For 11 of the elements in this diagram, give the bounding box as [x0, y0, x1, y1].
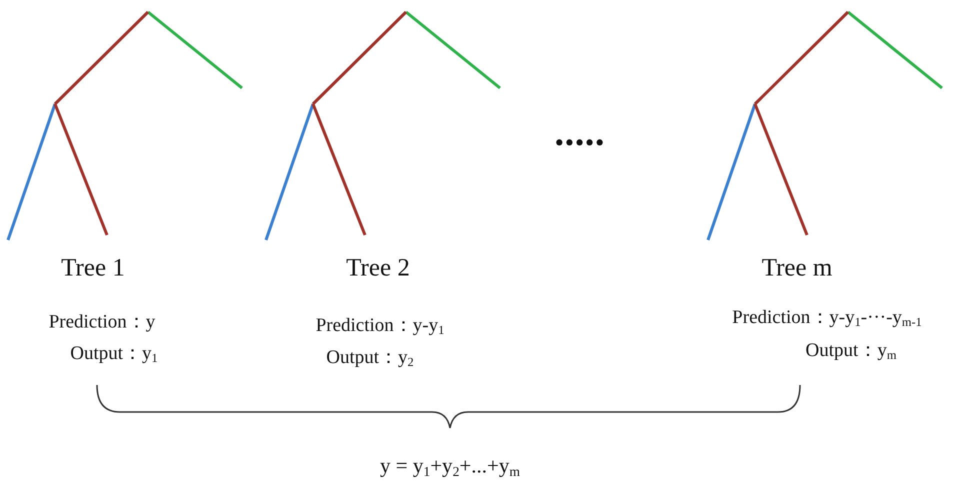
output-text: Output：y$_{1}$ — [70, 344, 158, 364]
prediction-text: Prediction：y-y$_{1}$ — [316, 316, 444, 336]
tree-title: Tree 2 — [346, 256, 410, 280]
output-text: Output：y$_{m}$ — [806, 340, 896, 362]
prediction-text: Prediction：y — [48, 312, 156, 332]
sum-formula: y = y$_{1}$+y$_{2}$+...+y$_{m}$ — [380, 455, 520, 479]
tree-title: Tree 1 — [61, 256, 125, 280]
tree-title: Tree m — [762, 256, 832, 280]
dots: ••••• — [554, 130, 606, 156]
prediction-text: Prediction：y-y$_{1}$-···-y$_{m-1}$ — [732, 308, 922, 328]
output-text: Output：y$_{2}$ — [326, 348, 414, 368]
